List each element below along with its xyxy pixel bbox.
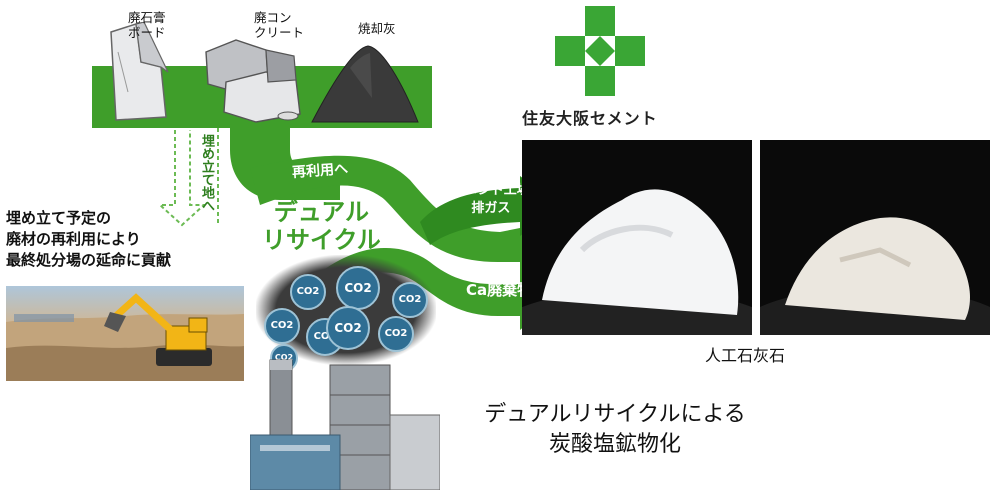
plasterboard-illustration [110, 22, 169, 121]
ca-waste-label: Ca廃棄物 [466, 281, 533, 299]
ash-pile-illustration [311, 45, 419, 123]
dual-recycle-title: デュアル リサイクル [262, 198, 381, 254]
co2-bubble-4: CO2 [264, 308, 300, 344]
co2-bubble-7: CO2 [378, 316, 414, 352]
diagram-caption: デュアルリサイクルによる 炭酸塩鉱物化 [484, 402, 746, 457]
reuse-label: 再利用へ [291, 161, 349, 181]
concrete-label: 廃コン クリート [254, 10, 305, 40]
landfill-dashed-arrow [157, 130, 207, 227]
product-photo-2 [760, 140, 990, 335]
company-name: 住友大阪セメント [522, 109, 658, 128]
landfill-description: 埋め立て予定の 廃材の再利用により 最終処分場の延命に貢献 [6, 209, 172, 269]
co2-bubble-2: CO2 [336, 266, 380, 310]
materials-panel: 廃石膏 ボード 廃コン クリート 焼却灰 [92, 8, 432, 128]
landfill-scene [6, 286, 244, 381]
cement-factory-illustration [250, 359, 440, 490]
co2-bubble-1: CO2 [290, 274, 326, 310]
ash-label: 焼却灰 [358, 21, 396, 36]
plasterboard-label: 廃石膏 ボード [128, 10, 166, 40]
landfill-vertical-label: 埋め立て地へ [199, 134, 214, 212]
company-logo-icon [555, 6, 645, 96]
product-label: 人工石灰石 [705, 346, 786, 365]
co2-bubble-6: CO2 [326, 306, 370, 350]
co2-bubble-3: CO2 [392, 282, 428, 318]
exhaust-label: セメント工場 排ガス [452, 183, 530, 216]
product-photo-1 [522, 140, 752, 335]
concrete-illustration [205, 39, 301, 123]
reuse-swoosh [250, 155, 560, 272]
excavator-illustration [6, 293, 244, 381]
